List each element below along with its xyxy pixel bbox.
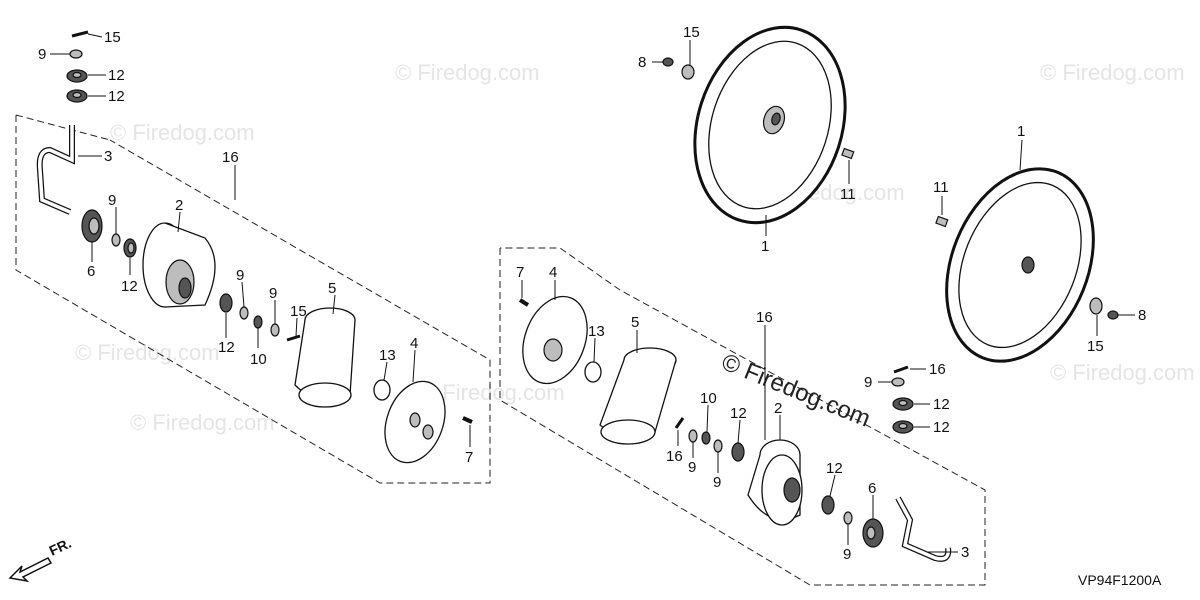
wheel-right — [935, 167, 1119, 363]
callout-4: 4 — [410, 335, 418, 352]
callout-9: 9 — [38, 46, 46, 63]
arrow-icon — [8, 557, 53, 583]
callout-9: 9 — [236, 267, 244, 284]
watermark-text: © Firedog.com — [75, 340, 220, 365]
callout-15: 15 — [104, 29, 121, 46]
callout-2: 2 — [774, 400, 782, 417]
callout-12: 12 — [933, 396, 950, 413]
callout-12: 12 — [218, 339, 235, 356]
callout-9: 9 — [864, 374, 872, 391]
assembly-outline-left — [15, 115, 491, 484]
callout-15: 15 — [290, 303, 307, 320]
left-assembly — [36, 125, 473, 464]
callout-16: 16 — [756, 309, 773, 326]
callout-9: 9 — [108, 192, 116, 209]
callout-13: 13 — [379, 347, 396, 364]
callout-9: 9 — [688, 459, 696, 476]
callout-7: 7 — [465, 449, 473, 466]
callout-16: 16 — [222, 149, 239, 166]
callout-11: 11 — [933, 179, 949, 196]
callout-8: 8 — [1138, 307, 1146, 324]
callout-labels: 15 9 12 12 3 16 9 2 6 12 9 9 15 5 12 10 … — [38, 24, 1146, 563]
callout-2: 2 — [175, 197, 183, 214]
direction-label: FR. — [47, 535, 74, 559]
callout-12: 12 — [108, 88, 125, 105]
assembly-outline-left-edge — [15, 114, 111, 141]
watermark-text: © Firedog.com — [130, 410, 275, 435]
callout-8: 8 — [638, 54, 646, 71]
diagram-code: VP94F1200A — [1078, 572, 1162, 588]
callout-9: 9 — [713, 474, 721, 491]
callout-14: 15 — [1087, 338, 1104, 355]
callout-12: 12 — [730, 405, 747, 422]
callout-5: 5 — [631, 314, 639, 331]
callout-15: 16 — [666, 448, 683, 465]
callout-10: 10 — [700, 390, 717, 407]
callout-13: 13 — [588, 323, 605, 340]
part-group-top-left — [66, 30, 89, 103]
callout-15: 16 — [929, 361, 946, 378]
callout-6: 6 — [868, 480, 876, 497]
watermark-text: © Firedog.com — [395, 60, 540, 85]
watermark-text: © Firedog.com — [110, 120, 255, 145]
callout-12: 12 — [108, 67, 125, 84]
callout-9: 9 — [269, 285, 277, 302]
callout-5: 5 — [328, 280, 336, 297]
front-direction-indicator: FR. — [8, 535, 74, 583]
callout-11: 11 — [840, 186, 856, 203]
part-group-right — [891, 365, 914, 434]
callout-12: 12 — [826, 460, 843, 477]
watermark-text: © Firedog.com — [1050, 360, 1195, 385]
callout-12: 12 — [121, 278, 138, 295]
callout-9: 9 — [843, 546, 851, 563]
callout-14: 15 — [683, 24, 700, 41]
leader-lines — [50, 33, 1135, 553]
callout-1: 1 — [761, 238, 769, 255]
callout-1: 1 — [1017, 123, 1025, 140]
right-assembly — [518, 295, 952, 562]
callout-10: 10 — [250, 351, 267, 368]
callout-7: 7 — [516, 264, 524, 281]
watermark-text: © Firedog.com — [1040, 60, 1185, 85]
callout-4: 4 — [549, 264, 557, 281]
assembly-outline-right — [499, 247, 986, 586]
callout-6: 6 — [87, 263, 95, 280]
callout-3: 3 — [104, 148, 112, 165]
callout-12: 12 — [933, 419, 950, 436]
callout-3: 3 — [961, 544, 969, 561]
wheel-top — [662, 25, 855, 225]
